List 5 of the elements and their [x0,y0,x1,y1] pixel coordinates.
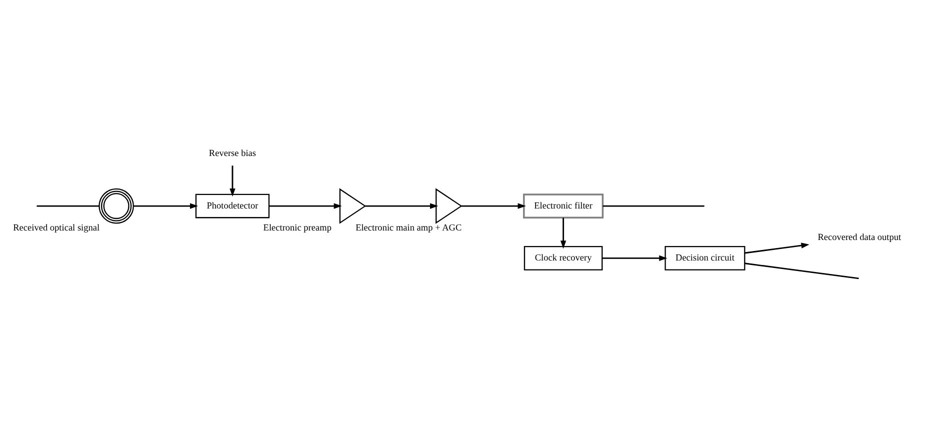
node-text: Recovered data output [818,233,902,244]
node-label: Electronic main amp + AGC [356,223,462,234]
node-label: Electronic preamp [263,223,332,234]
node-label: Received optical signal [13,224,100,234]
node-text: Reverse bias [208,149,256,160]
